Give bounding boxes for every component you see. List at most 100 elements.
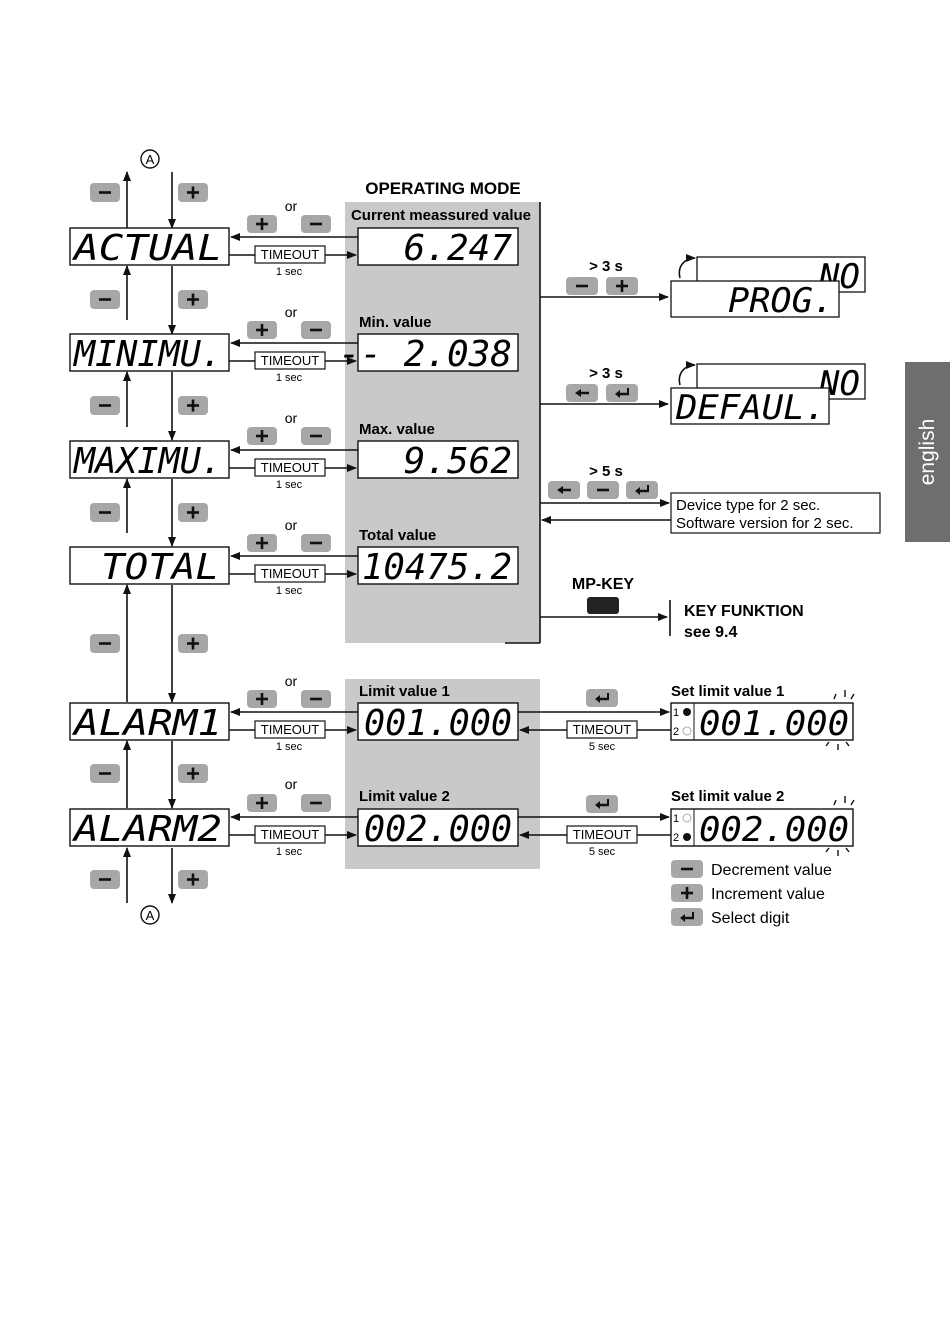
timeout-duration: 1 sec: [276, 741, 303, 753]
or-label: or: [285, 673, 298, 689]
menu-display: [69, 702, 230, 741]
info-enter-button[interactable]: [626, 481, 658, 499]
info-line-1: Device type for 2 sec.: [676, 497, 820, 514]
svg-text:TIMEOUT: TIMEOUT: [261, 722, 320, 737]
info-box: [670, 492, 881, 534]
nav-plus-button[interactable]: [178, 396, 208, 415]
svg-text:TIMEOUT: TIMEOUT: [261, 827, 320, 842]
menu-display: [69, 227, 230, 266]
quick-minus-button[interactable]: [301, 690, 331, 708]
timeout-box: [254, 825, 326, 844]
value-display-text: 002.000: [364, 809, 512, 850]
nav-minus-button[interactable]: [90, 503, 120, 522]
nav-plus-button[interactable]: [178, 870, 208, 889]
or-label: or: [285, 410, 298, 426]
timeout-box: [254, 564, 326, 583]
timeout-box: [254, 458, 326, 477]
quick-minus-button[interactable]: [301, 321, 331, 339]
menu-row-total: TOTAL or TIMEOUT 1 sec Total value 10475…: [69, 517, 519, 703]
blink-icon: [825, 690, 855, 750]
or-label: or: [285, 776, 298, 792]
or-label: or: [285, 304, 298, 320]
menu-display: [69, 546, 230, 585]
prog-plus-button[interactable]: [606, 277, 638, 295]
menu-display: [69, 808, 230, 847]
select-digit-button[interactable]: [586, 795, 618, 813]
led-1-off-icon: [682, 813, 692, 823]
svg-text:TIMEOUT: TIMEOUT: [261, 247, 320, 262]
nav-minus-button[interactable]: [90, 634, 120, 653]
timeout-box: [254, 720, 326, 739]
led-2-on-icon: [683, 833, 691, 841]
timeout-duration: 1 sec: [276, 585, 303, 597]
timeout-duration: 1 sec: [276, 479, 303, 491]
language-tab: english: [905, 362, 950, 542]
menu-row-alarm1: ALARM1 or TIMEOUT 1 sec Limit value 1 00…: [69, 673, 855, 809]
value-display: [357, 702, 519, 741]
value-label: Current meassured value: [351, 207, 531, 224]
quick-minus-button[interactable]: [301, 215, 331, 233]
or-label: or: [285, 198, 298, 214]
nav-plus-button[interactable]: [178, 503, 208, 522]
quick-plus-button[interactable]: [247, 321, 277, 339]
blink-icon: [825, 796, 855, 856]
mpkey-branch: MP-KEY KEY FUNKTION see 9.4: [540, 576, 804, 641]
nav-minus-button[interactable]: [90, 183, 120, 202]
menu-display-text: ALARM2: [72, 809, 222, 850]
menu-display-text: ALARM1: [72, 703, 222, 744]
indicator-1: 1: [673, 707, 679, 719]
svg-text:TIMEOUT: TIMEOUT: [261, 566, 320, 581]
menu-row-alarm2: ALARM2 or TIMEOUT 1 sec Limit value 2 00…: [69, 776, 855, 858]
value-display: [357, 227, 519, 266]
info-time-label: > 5 s: [589, 463, 623, 480]
nav-minus-button[interactable]: [90, 290, 120, 309]
info-minus-button[interactable]: [587, 481, 619, 499]
timeout-box: [254, 245, 326, 264]
value-label: Limit value 1: [359, 683, 450, 700]
svg-text:A: A: [146, 152, 155, 167]
indicator-2: 2: [673, 726, 679, 738]
legend-minus-icon: [671, 860, 703, 878]
legend: Decrement value Increment value Select d…: [671, 860, 832, 927]
quick-minus-button[interactable]: [301, 534, 331, 552]
nav-plus-button[interactable]: [178, 634, 208, 653]
menu-row-maximu: MAXIMU. or TIMEOUT 1 sec Max. value 9.56…: [69, 410, 519, 547]
mpkey-button[interactable]: [587, 597, 619, 614]
value-display-text: 10475.2: [362, 547, 512, 588]
nav-minus-button[interactable]: [90, 764, 120, 783]
defaul-left-button[interactable]: [566, 384, 598, 402]
connector-top: A: [140, 149, 160, 169]
quick-plus-button[interactable]: [247, 215, 277, 233]
quick-minus-button[interactable]: [301, 427, 331, 445]
nav-plus-button[interactable]: [178, 290, 208, 309]
nav-minus-button[interactable]: [90, 396, 120, 415]
menu-display-text: TOTAL: [101, 547, 219, 588]
quick-plus-button[interactable]: [247, 427, 277, 445]
info-branch: > 5 s Device type for 2 sec. Software ve…: [540, 463, 881, 534]
set-limit-display-text: 002.000: [699, 810, 849, 850]
legend-increment: Increment value: [711, 886, 825, 903]
info-left-button[interactable]: [548, 481, 580, 499]
nav-plus-button[interactable]: [178, 764, 208, 783]
prog-minus-button[interactable]: [566, 277, 598, 295]
quick-plus-button[interactable]: [247, 690, 277, 708]
value-label: Max. value: [359, 421, 435, 438]
svg-text:TIMEOUT: TIMEOUT: [573, 827, 632, 842]
value-display-text: 001.000: [364, 703, 512, 744]
nav-plus-button[interactable]: [178, 183, 208, 202]
timeout-duration: 5 sec: [589, 741, 616, 753]
select-digit-button[interactable]: [586, 689, 618, 707]
quick-minus-button[interactable]: [301, 794, 331, 812]
timeout-box: [566, 825, 638, 844]
menu-display-text: ACTUAL: [72, 228, 222, 269]
timeout-box: [566, 720, 638, 739]
defaul-enter-button[interactable]: [606, 384, 638, 402]
prog-front-display: [670, 280, 840, 318]
svg-text:TIMEOUT: TIMEOUT: [261, 460, 320, 475]
quick-plus-button[interactable]: [247, 534, 277, 552]
nav-minus-button[interactable]: [90, 870, 120, 889]
menu-row-actual: ACTUAL or TIMEOUT 1 sec Current meassure…: [69, 198, 531, 335]
value-label: Limit value 2: [359, 788, 450, 805]
quick-plus-button[interactable]: [247, 794, 277, 812]
